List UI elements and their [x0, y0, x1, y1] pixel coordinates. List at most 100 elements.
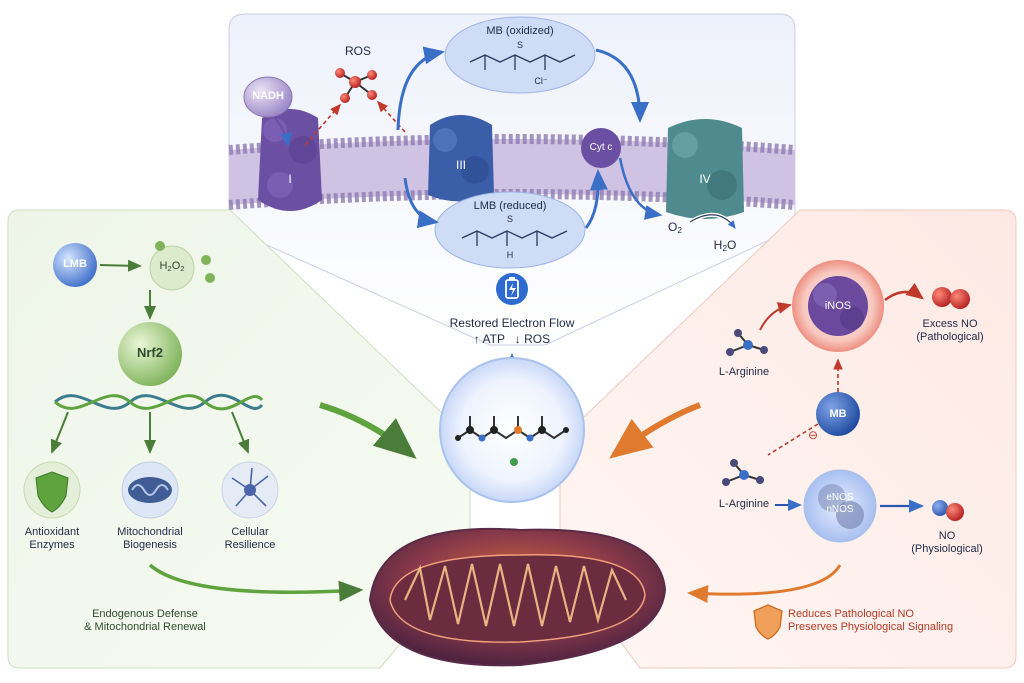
- h2o-o: O: [727, 238, 737, 252]
- arrow-to-lmb-reduced: [403, 177, 439, 229]
- complex-iii-label: III: [455, 158, 466, 172]
- arrow-to-mb-oxidized: [396, 46, 445, 131]
- ros-molecule: [335, 68, 377, 103]
- right-caption-line1: Reduces Pathological NO: [788, 608, 914, 620]
- inos-label: iNOS: [824, 300, 852, 312]
- excess-no-line2: (Pathological): [916, 331, 984, 344]
- outcome2-line2: Biogenesis: [123, 539, 177, 552]
- inos-enzyme: [792, 260, 884, 352]
- complex-iv-label: IV: [699, 172, 711, 186]
- lmb-ball-left: [53, 243, 97, 287]
- right-caption-line2: Preserves Physiological Signaling: [788, 621, 954, 634]
- no-line2: (Physiological): [911, 543, 983, 556]
- l-arginine-molecule-top: [726, 329, 768, 356]
- outcome3-line1: Cellular: [231, 526, 269, 538]
- h2o-h: H: [713, 238, 723, 252]
- arrow-cytc-to-o2: [618, 157, 663, 220]
- mb-oxidized-box: [444, 16, 596, 94]
- mb-oxidized-title: MB (oxidized): [486, 25, 554, 37]
- h2o-label: H2O: [708, 238, 742, 253]
- arrow-mb-to-cytc: [595, 48, 649, 123]
- h2o2-o: O: [171, 260, 181, 272]
- nnos-line: nNOS: [826, 504, 854, 515]
- mb-oxidized-s: S: [516, 40, 523, 50]
- right-caption: Reduces Pathological NO Preserves Physio…: [788, 608, 978, 634]
- h2o2-molecule: [149, 241, 215, 291]
- arrow-dna-to-enzymes: [50, 411, 69, 454]
- l-arginine-bottom-label: L-Arginine: [718, 498, 770, 510]
- left-caption-line2: & Mitochondrial Renewal: [84, 621, 206, 634]
- enos-label: eNOS nNOS: [820, 492, 860, 516]
- cyt-c-label: Cyt c: [589, 142, 613, 153]
- outcome1-line2: Enzymes: [29, 539, 75, 552]
- lmb-reduced-title: LMB (reduced): [473, 200, 547, 212]
- o2-o: O: [667, 220, 678, 234]
- nadh-label: NADH: [252, 90, 284, 102]
- no-label: NO (Physiological): [900, 530, 994, 556]
- outcome3-line2: Resilience: [224, 539, 276, 552]
- shield-icon: [23, 461, 81, 519]
- right-panel: [559, 209, 1017, 669]
- shield-alert-icon: [753, 604, 783, 640]
- cyt-c: [581, 128, 621, 168]
- outcome2-line1: Mitochondrial: [117, 526, 183, 538]
- arrow-arginine-to-inos: [759, 302, 792, 331]
- methylene-blue-sphere: [439, 357, 585, 503]
- nadh-arrow: [274, 117, 293, 147]
- nrf2-ball: [118, 322, 182, 386]
- lmb-reduced-h: H: [506, 250, 514, 260]
- nadh-molecule: [243, 76, 293, 118]
- h2o2-sub1: 2: [167, 264, 172, 273]
- complex-iii: [428, 115, 494, 202]
- complex-iv: [666, 119, 744, 219]
- h2o2-sub2: 2: [180, 264, 185, 273]
- outcome1-line1: Antioxidant: [24, 526, 80, 538]
- arrow-left-to-mito: [148, 563, 364, 602]
- neuron-icon: [221, 461, 279, 519]
- excess-no-molecule: [932, 287, 970, 309]
- arrow-right-to-center: [609, 402, 702, 459]
- excess-no-label: Excess NO (Pathological): [908, 318, 992, 344]
- h2o2-h: H: [159, 260, 168, 272]
- l-arginine-molecule-bottom: [722, 459, 764, 486]
- no-molecule: [932, 500, 964, 521]
- dna-helix: [54, 393, 264, 411]
- lmb-reduced-s: S: [506, 214, 513, 224]
- arrow-left-to-center: [319, 402, 417, 459]
- arrow-lmb-to-cytc: [584, 169, 608, 229]
- arrow-lmb-to-h2o2: [99, 259, 142, 272]
- left-caption-line1: Endogenous Defense: [92, 608, 198, 620]
- nrf2-label: Nrf2: [136, 345, 163, 360]
- flow-title: Restored Electron Flow: [449, 316, 575, 330]
- enos-line: eNOS: [826, 492, 854, 503]
- enos-nnos-enzyme: [803, 469, 877, 543]
- ros-arrow-from-i: [304, 103, 342, 146]
- outcome1-label: Antioxidant Enzymes: [12, 526, 92, 552]
- no-line1: NO: [938, 530, 956, 542]
- arrow-dna-to-resilience: [231, 411, 250, 454]
- l-arginine-top-label: L-Arginine: [718, 366, 770, 378]
- inhibition-minus-icon: ⊖: [807, 428, 819, 442]
- complex-i-label: I: [288, 172, 292, 186]
- complex-i: [258, 109, 322, 211]
- mb-label-right: MB: [829, 408, 847, 420]
- mitochondrion-icon: [121, 461, 179, 519]
- battery-icon: [496, 273, 528, 305]
- ros-label: ROS: [344, 44, 371, 58]
- lmb-reduced-box: [434, 191, 586, 269]
- outcome3-label: Cellular Resilience: [210, 526, 290, 552]
- left-caption: Endogenous Defense & Mitochondrial Renew…: [60, 608, 230, 634]
- outcome2-label: Mitochondrial Biogenesis: [108, 526, 192, 552]
- lmb-label-left: LMB: [63, 258, 87, 270]
- flow-metrics: ↑ ATP ↓ ROS: [473, 332, 551, 346]
- mb-ball-right: [816, 392, 860, 436]
- h2o-sub: 2: [722, 243, 727, 253]
- mb-inhibits-arginine: [767, 423, 819, 456]
- o2-sub: 2: [677, 225, 682, 235]
- o2-label: O2: [662, 220, 688, 235]
- mb-oxidized-cl: Cl⁻: [534, 76, 548, 86]
- h2o2-label: H2O2: [150, 260, 194, 273]
- arrow-right-to-mito: [687, 564, 842, 603]
- excess-no-line1: Excess NO: [922, 318, 978, 330]
